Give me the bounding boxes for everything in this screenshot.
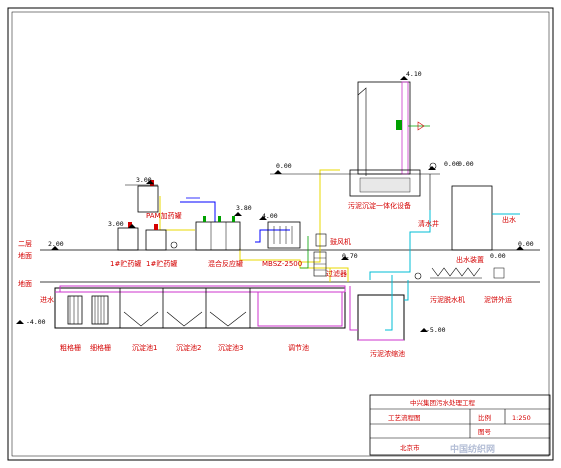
title-drawing: 工艺流程图 xyxy=(388,413,421,422)
level-dosing-tank: 3.00 xyxy=(108,220,124,228)
title-sheet-label: 图号 xyxy=(478,428,492,436)
level-pam-tank: 3.00 xyxy=(136,176,152,184)
label-coarse-screen: 粗格栅 xyxy=(60,343,81,352)
label-sludge-dewater: 污泥脱水机 xyxy=(430,295,465,304)
sludge-dewater xyxy=(431,267,481,277)
label-mbsz: MBSZ-2500 xyxy=(262,260,302,268)
label-clear-pump: 清水井 xyxy=(418,219,439,228)
title-scale-value: 1:250 xyxy=(512,414,531,422)
title-scale-label: 比例 xyxy=(478,413,491,422)
level-right-a: 0.00 xyxy=(276,162,292,170)
sludge-thickener xyxy=(357,294,405,341)
dosing-tank-b xyxy=(145,229,167,251)
level-ground-right: 0.00 xyxy=(490,252,506,260)
level-ground-far: 0.00 xyxy=(518,240,534,248)
water-pipe xyxy=(404,280,409,301)
level-right-c: 0.00 xyxy=(458,160,474,168)
dosing-tank-a xyxy=(117,227,139,251)
label-dosing-tank-b: 1#贮药罐 xyxy=(146,259,177,268)
label-out-device: 出水装置 xyxy=(456,255,484,264)
watermark: 中国纺织网 xyxy=(450,443,495,455)
label-mix-reactor: 混合反应罐 xyxy=(208,259,243,268)
drawing-border xyxy=(7,7,554,461)
label-sludge-thicken: 污泥浓缩池 xyxy=(370,349,405,358)
label-dosing-tank-a: 1#贮药罐 xyxy=(110,259,141,268)
label-sludge-out: 泥饼外运 xyxy=(484,295,512,304)
pam-tank xyxy=(137,185,159,213)
coarse-screen xyxy=(67,295,83,325)
label-inflow: 进水 xyxy=(40,295,54,304)
label-fan: 鼓风机 xyxy=(330,237,351,246)
label-floor2b: 地面 xyxy=(18,251,32,260)
title-org: 北京市 xyxy=(400,443,420,452)
regulating-tank xyxy=(257,291,343,327)
label-regulating: 调节池 xyxy=(288,343,309,352)
label-settle2: 沉淀池2 xyxy=(176,343,201,352)
sludge-pipe-bottom xyxy=(59,285,346,292)
level-mix-reactor: 3.80 xyxy=(236,204,252,212)
level-top: 4.10 xyxy=(406,70,422,78)
level-ground-left: 2.00 xyxy=(48,240,64,248)
level-mbsz: 4.00 xyxy=(262,212,278,220)
label-floor2: 二层 xyxy=(18,240,32,248)
label-settle3: 沉淀池3 xyxy=(218,343,243,352)
inner-border xyxy=(11,11,550,457)
title-block xyxy=(369,394,551,456)
basin-outline xyxy=(54,287,346,329)
level-ground-mid: 0.70 xyxy=(342,252,358,260)
fan-unit xyxy=(315,233,327,247)
label-outlet: 出水 xyxy=(502,215,516,224)
label-integrated: 污泥沉淀一体化设备 xyxy=(348,201,411,210)
label-fine-screen: 细格栅 xyxy=(90,343,111,352)
level-right-b: 0.00 xyxy=(444,160,460,168)
level-bottom-left: -4.00 xyxy=(26,318,46,326)
fine-screen xyxy=(91,295,109,325)
air-pipe xyxy=(300,236,309,269)
mix-reactor xyxy=(195,221,241,251)
mbsz-unit xyxy=(267,221,301,249)
title-project: 中兴集团污水处理工程 xyxy=(410,398,476,407)
sewage-pipe xyxy=(180,201,216,222)
label-ground: 地面 xyxy=(18,279,32,288)
label-pam-tank: PAM加药罐 xyxy=(146,211,182,220)
level-bottom-right: -5.00 xyxy=(426,326,446,334)
label-settle1: 沉淀池1 xyxy=(132,343,157,352)
label-filter: 过滤器 xyxy=(326,269,347,278)
outlet-device xyxy=(451,185,493,251)
